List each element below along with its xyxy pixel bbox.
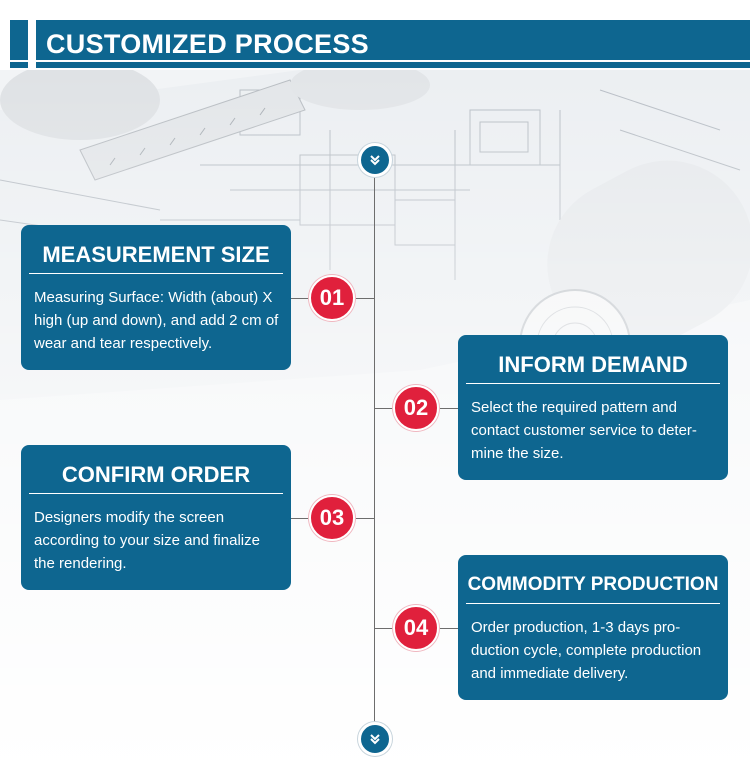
step-description: Measuring Surface: Width (about) X high … [34, 289, 279, 352]
step-title-divider [29, 273, 283, 274]
step-title: INFORM DEMAND [498, 352, 688, 377]
step-title-divider [466, 603, 720, 604]
header-stripe [28, 20, 36, 68]
step-title: CONFIRM ORDER [61, 462, 251, 487]
step-number-03: 03 [309, 495, 355, 541]
step-description: Order production, 1-3 days pro-duction c… [471, 619, 702, 682]
step-card-inform-demand: INFORM DEMAND Select the required patter… [458, 335, 728, 480]
step-title: COMMODITY PRODUCTION [467, 574, 719, 595]
bottom-arrow-button [358, 722, 392, 756]
blueprint-illustration [0, 70, 750, 776]
step-number-04: 04 [393, 605, 439, 651]
step-title-divider [466, 383, 720, 384]
double-chevron-down-icon [370, 155, 380, 166]
page-title: CUSTOMIZED PROCESS [46, 29, 369, 59]
step-number-02: 02 [393, 385, 439, 431]
top-arrow-button [358, 143, 392, 177]
step-title-divider [29, 493, 283, 494]
step-card-confirm-order: CONFIRM ORDER Designers modify the scree… [21, 445, 291, 590]
header-underline [10, 60, 750, 62]
double-chevron-down-icon [370, 734, 380, 745]
step-description: Select the required pattern and contact … [471, 399, 697, 462]
step-card-measurement-size: MEASUREMENT SIZE Measuring Surface: Widt… [21, 225, 291, 370]
step-description: Designers modify the screen according to… [34, 509, 260, 572]
timeline-line [374, 168, 375, 728]
header: CUSTOMIZED PROCESS [0, 0, 750, 70]
step-card-commodity-production: COMMODITY PRODUCTION Order production, 1… [458, 555, 728, 700]
step-number-01: 01 [309, 275, 355, 321]
step-title: MEASUREMENT SIZE [42, 242, 270, 267]
blueprint-background [0, 70, 750, 776]
